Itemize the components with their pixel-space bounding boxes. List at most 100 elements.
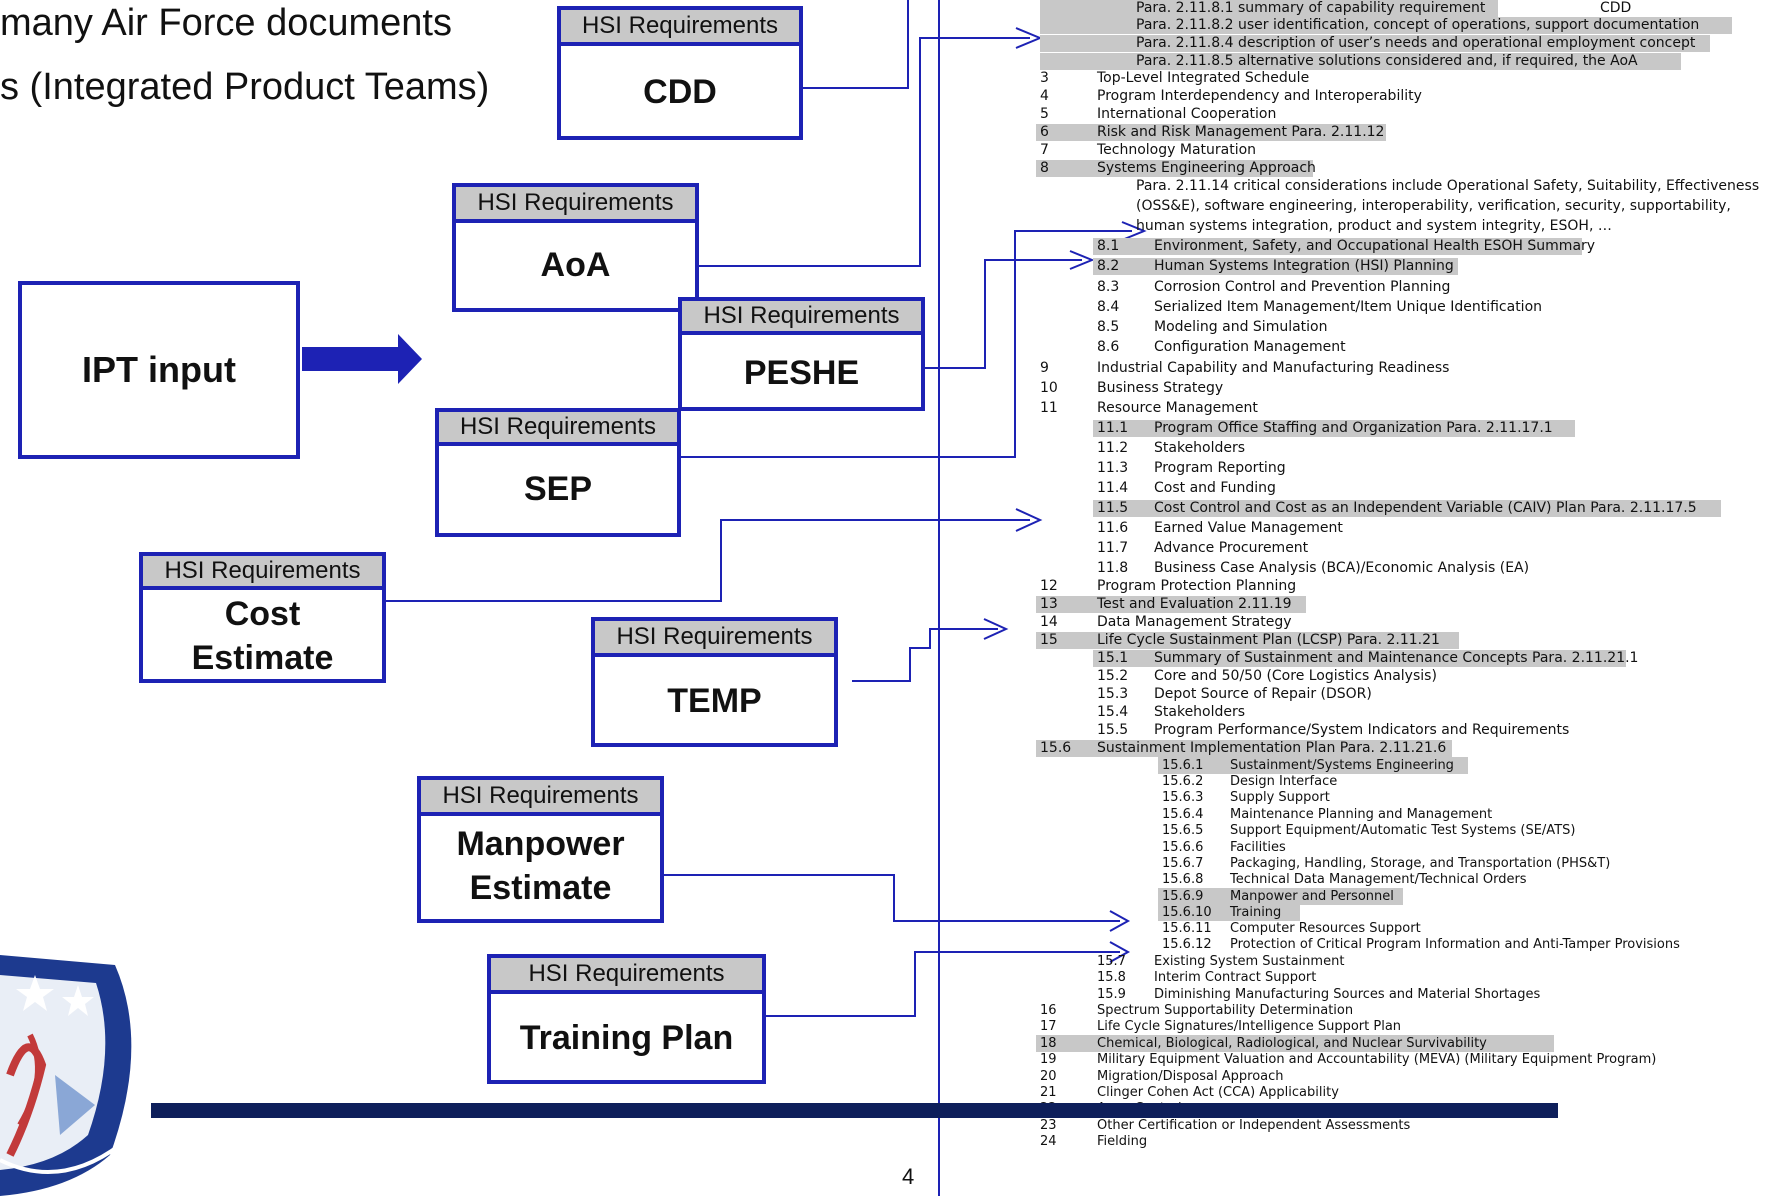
toc-item-text: Clinger Cohen Act (CCA) Applicability: [1097, 1085, 1339, 1100]
ipt-input-box: IPT input: [18, 281, 300, 459]
toc-item-number: 11.6: [1097, 520, 1129, 536]
toc-item-text: Facilities: [1230, 840, 1286, 855]
toc-highlight: [1093, 650, 1626, 667]
toc-item-number: 15.5: [1097, 722, 1129, 738]
wing-emblem-logo: [0, 955, 132, 1196]
doc-aoa-caption: HSI Requirements: [456, 187, 695, 223]
toc-item-text: Para. 2.11.8.1 summary of capability req…: [1136, 0, 1486, 16]
toc-item-number: 11.4: [1097, 480, 1129, 496]
toc-item-text: Packaging, Handling, Storage, and Transp…: [1230, 856, 1611, 871]
doc-manpower-name-line2: Estimate: [469, 869, 612, 907]
toc-item-number: 8: [1040, 160, 1049, 176]
toc-item-number: 15.7: [1097, 954, 1126, 969]
toc-item-text: Training: [1230, 905, 1282, 920]
toc-item-number: 14: [1040, 614, 1058, 630]
toc-item-number: 10: [1040, 380, 1058, 396]
toc-item-number: 21: [1040, 1085, 1057, 1100]
toc-item-text: Program Reporting: [1154, 460, 1286, 476]
toc-item-text: Configuration Management: [1154, 339, 1346, 355]
toc-item-text: Sustainment/Systems Engineering: [1230, 758, 1454, 773]
toc-item-text: International Cooperation: [1097, 106, 1277, 122]
toc-highlight: [1040, 17, 1732, 34]
toc-item-number: 15.6: [1040, 740, 1072, 756]
toc-item-number: 5: [1040, 106, 1049, 122]
toc-item-text: Technical Data Management/Technical Orde…: [1230, 872, 1527, 887]
toc-item-text: Para. 2.11.8.4 description of user’s nee…: [1136, 35, 1696, 51]
toc-item-number: 11.5: [1097, 500, 1129, 516]
doc-aoa: HSI Requirements AoA: [452, 183, 699, 312]
toc-item-text: Design Interface: [1230, 774, 1338, 789]
toc-item-text: Para. 2.11.14 critical considerations in…: [1136, 178, 1760, 194]
toc-item-number: 11: [1040, 400, 1058, 416]
doc-cost-name-line2: Estimate: [191, 639, 334, 677]
toc-item-number: 15.6.9: [1162, 889, 1204, 904]
toc-item-text: (OSS&E), software engineering, interoper…: [1136, 198, 1731, 214]
toc-item-number: 15.6.1: [1162, 758, 1204, 773]
toc-item-text: Systems Engineering Approach: [1097, 160, 1316, 176]
toc-item-number: 11.3: [1097, 460, 1129, 476]
toc-item-number: 15.6.11: [1162, 921, 1212, 936]
toc-highlight: [1093, 500, 1721, 517]
toc-item-text: Program Protection Planning: [1097, 578, 1297, 594]
toc-item-text: Computer Resources Support: [1230, 921, 1421, 936]
toc-item-text: Risk and Risk Management Para. 2.11.12: [1097, 124, 1385, 140]
footer-bar: [151, 1103, 1558, 1118]
toc-item-text: human systems integration, product and s…: [1136, 218, 1612, 234]
toc-item-number: 19: [1040, 1052, 1057, 1067]
toc-item-text: Modeling and Simulation: [1154, 319, 1328, 335]
toc-item-text: Earned Value Management: [1154, 520, 1343, 536]
toc-item-text: Life Cycle Sustainment Plan (LCSP) Para.…: [1097, 632, 1440, 648]
toc-highlight: [1036, 1035, 1555, 1052]
doc-training-name: Training Plan: [519, 1019, 734, 1057]
toc-item-text: Test and Evaluation 2.11.19: [1097, 596, 1292, 612]
toc-highlight: [1036, 632, 1460, 649]
toc-item-number: 23: [1040, 1118, 1057, 1133]
toc-item-text: Human Systems Integration (HSI) Planning: [1154, 258, 1454, 274]
doc-training-plan: HSI Requirements Training Plan: [487, 954, 766, 1084]
toc-item-text: Military Equipment Valuation and Account…: [1097, 1052, 1657, 1067]
toc-highlight: [1036, 596, 1307, 613]
toc-item-number: 8.2: [1097, 258, 1120, 274]
toc-item-number: 11.2: [1097, 440, 1129, 456]
toc-item-number: 11.7: [1097, 540, 1129, 556]
toc-item-number: 8.6: [1097, 339, 1120, 355]
ipt-input-label: IPT input: [82, 349, 236, 390]
toc-item-text: Industrial Capability and Manufacturing …: [1097, 360, 1450, 376]
toc-item-text: Program Performance/System Indicators an…: [1154, 722, 1570, 738]
toc-item-text: Sustainment Implementation Plan Para. 2.…: [1097, 740, 1447, 756]
toc-item-text: Advance Procurement: [1154, 540, 1309, 556]
header-line-2: s (Integrated Product Teams): [0, 66, 490, 108]
toc-item-number: 15.6.3: [1162, 790, 1204, 805]
toc-item-number: 15.4: [1097, 704, 1129, 720]
connector-training: [766, 951, 1120, 1017]
header-line-1: many Air Force documents: [0, 2, 452, 44]
toc-item-number: 8.1: [1097, 238, 1120, 254]
toc-item-number: 15: [1040, 632, 1058, 648]
toc-highlight: [1158, 757, 1469, 774]
toc-item-number: 15.8: [1097, 970, 1126, 985]
toc-item-text: Cost and Funding: [1154, 480, 1276, 496]
toc-item-text: Business Strategy: [1097, 380, 1224, 396]
toc-item-text: Core and 50/50 (Core Logistics Analysis): [1154, 668, 1437, 684]
toc-item-number: 20: [1040, 1069, 1057, 1084]
toc-item-number: 13: [1040, 596, 1058, 612]
toc-highlight: [1158, 888, 1403, 905]
toc-item-text: Maintenance Planning and Management: [1230, 807, 1493, 822]
toc-item-number: 15.2: [1097, 668, 1129, 684]
toc-highlight: [1040, 0, 1499, 17]
doc-sep-caption: HSI Requirements: [439, 412, 677, 446]
toc-item-number: 8.5: [1097, 319, 1120, 335]
doc-temp-name: TEMP: [667, 682, 762, 720]
doc-cost-caption: HSI Requirements: [143, 556, 382, 590]
toc-item-text: Manpower and Personnel: [1230, 889, 1394, 904]
toc-item-number: 17: [1040, 1019, 1057, 1034]
doc-peshe-name: PESHE: [743, 354, 860, 392]
toc-item-text: Chemical, Biological, Radiological, and …: [1097, 1036, 1487, 1051]
toc-item-number: 11.8: [1097, 560, 1129, 576]
toc-item-number: 8.3: [1097, 279, 1120, 295]
doc-peshe-caption: HSI Requirements: [682, 301, 921, 335]
toc-highlight: [1093, 258, 1458, 275]
toc-item-text: Resource Management: [1097, 400, 1258, 416]
toc-item-text: Technology Maturation: [1097, 142, 1257, 158]
doc-cdd-name: CDD: [643, 73, 717, 111]
